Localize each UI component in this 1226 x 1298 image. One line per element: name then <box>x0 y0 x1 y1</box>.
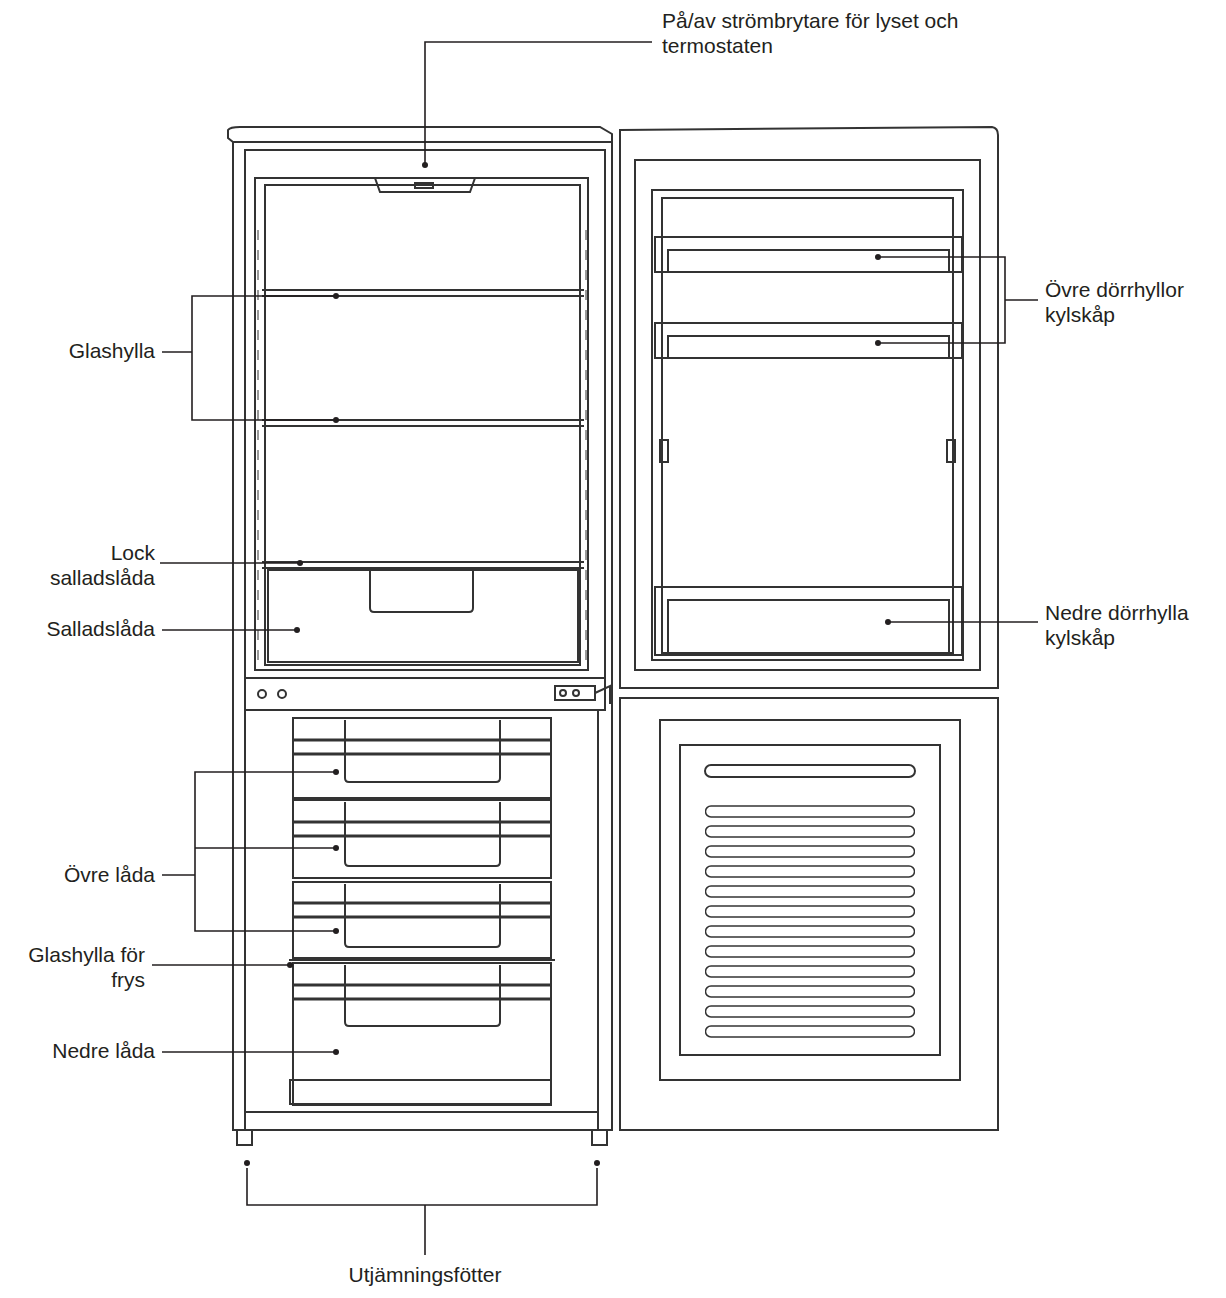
part-label: Övre dörrhyllor kylskåp <box>1045 277 1221 327</box>
part-label: På/av strömbrytare för lyset och termost… <box>662 8 962 58</box>
part-label: Nedre dörrhylla kylskåp <box>1045 600 1221 650</box>
leader-lines <box>152 42 1038 1255</box>
part-label: Utjämningsfötter <box>295 1262 555 1287</box>
part-label: Lock salladslåda <box>30 540 155 590</box>
part-label: Salladslåda <box>5 616 155 641</box>
part-label: Övre låda <box>5 862 155 887</box>
part-label: Nedre låda <box>5 1038 155 1063</box>
part-label: Glashylla <box>5 338 155 363</box>
part-label: Glashylla för frys <box>0 942 145 992</box>
